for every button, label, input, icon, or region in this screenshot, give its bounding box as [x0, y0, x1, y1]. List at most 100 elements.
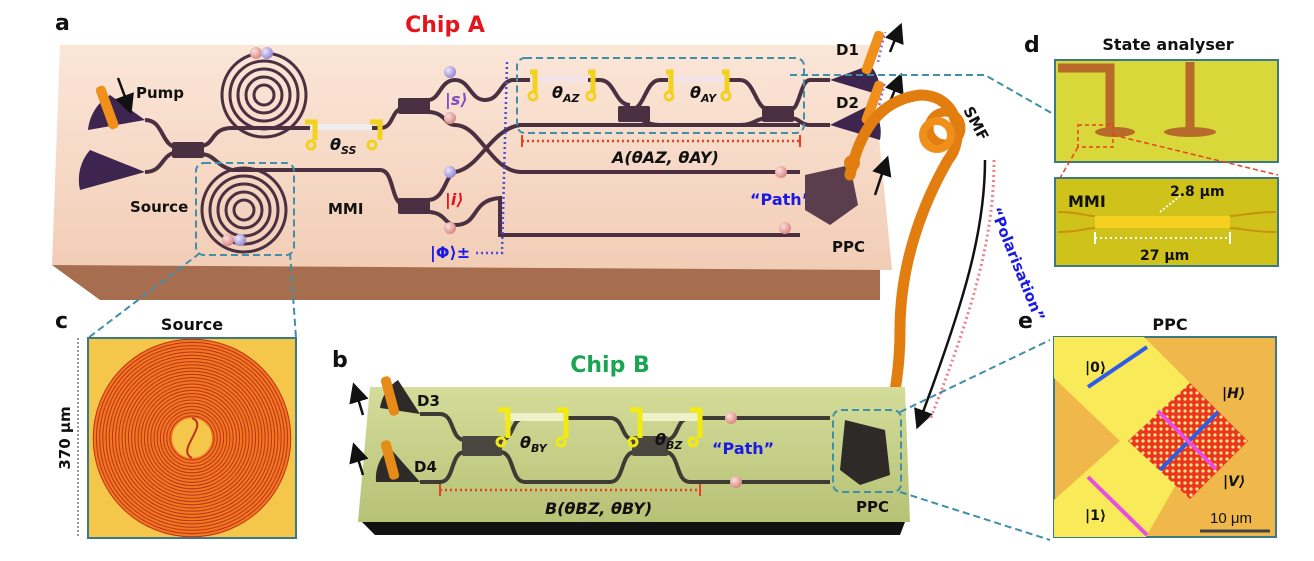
zoom-connector-c: [87, 252, 201, 339]
ppc-a-grating: [805, 165, 858, 225]
theta-by-label: θBY: [520, 433, 548, 455]
spiral-s-bend: [186, 417, 199, 459]
spiral-ring: [121, 367, 263, 509]
spiral-ring: [108, 354, 276, 522]
photon-pink: [222, 234, 234, 246]
mmi-zoom-connector: [1059, 134, 1279, 179]
source-spiral-rings: [92, 338, 292, 538]
d4-output-arrow-icon: [349, 442, 369, 476]
state-h-label: |H⟩: [1222, 386, 1245, 402]
source-label: Source: [130, 198, 188, 216]
source-panel-title: Source: [161, 315, 223, 334]
mmi-inset-label: MMI: [1068, 192, 1106, 211]
d2-fiber: [861, 80, 885, 125]
spiral-ring: [150, 396, 234, 480]
source-scale-label: 370 μm: [56, 406, 74, 469]
spiral-ring: [153, 399, 231, 477]
chip-a-title: Chip A: [405, 13, 485, 38]
d1-label: D1: [836, 41, 859, 59]
d4-label: D4: [414, 458, 437, 476]
theta-ay-label: θAY: [690, 83, 717, 105]
ppc-b-grating: [840, 420, 890, 485]
spiral-ring: [95, 341, 289, 535]
heater-theta-by: [495, 407, 569, 448]
photon-pink: [250, 47, 262, 59]
state-analyser-micrograph: [1054, 59, 1279, 163]
spiral-ring: [111, 357, 273, 519]
heater-theta-bz: [627, 407, 703, 448]
photon: [730, 476, 742, 488]
smf-fiber: [844, 89, 963, 516]
d1-fiber: [861, 30, 885, 75]
state-0-arrow-icon: [1086, 345, 1149, 389]
d3-fiber: [380, 376, 400, 416]
d1-output-arrow-icon: [885, 22, 904, 53]
theta-ss-label: θSS: [330, 135, 357, 157]
photon-purple: [234, 234, 246, 246]
spiral-ring: [127, 373, 257, 503]
ppc-b-label: PPC: [856, 498, 889, 516]
spiral-ring: [163, 409, 221, 467]
fiber-direction-arrow-icon: [914, 159, 987, 430]
idler-state-label: |i⟩: [445, 190, 464, 210]
spiral-ring: [131, 377, 253, 499]
photon-signal: [444, 66, 456, 78]
photon: [444, 166, 456, 178]
heater-theta-ay: [663, 69, 732, 102]
photon: [725, 412, 737, 424]
spiral-ring: [147, 393, 237, 483]
ppc-scale-label: 10 μm: [1210, 510, 1252, 527]
spiral-ring: [159, 405, 225, 471]
heater-theta-ss: [305, 119, 383, 151]
panel-letter-c: c: [55, 309, 68, 334]
chip-b-title: Chip B: [570, 353, 650, 378]
spiral-ring: [143, 389, 241, 487]
spiral-ring: [166, 412, 218, 464]
ppc-a-output-arrow-icon: [872, 155, 892, 196]
photon-purple: [261, 47, 273, 59]
photon: [444, 112, 456, 124]
signal-state-label: |s⟩: [445, 90, 468, 110]
ppc-b-highlight-box: [832, 409, 902, 493]
analyser-a-highlight-box: [516, 57, 805, 134]
state-1-label: |1⟩: [1085, 508, 1106, 524]
analyser-a-range-arrow: [521, 135, 801, 147]
panel-letter-b: b: [332, 348, 348, 373]
ppc-a-label: PPC: [832, 238, 865, 256]
zoom-connector-c: [289, 252, 297, 339]
spiral-ring: [99, 345, 285, 531]
phi-state-label: |Φ⟩±: [430, 243, 470, 263]
state-analyser-title: State analyser: [1102, 35, 1233, 54]
fiber-connector-a: [844, 155, 860, 171]
analyser-b-label: B(θBZ, θBY): [545, 499, 652, 518]
spiral-ring: [102, 348, 282, 528]
spiral-ring: [92, 338, 292, 538]
d3-output-arrow-icon: [349, 382, 369, 416]
mmi-width-label: 2.8 μm: [1170, 184, 1225, 200]
d1-purple-arrow: [876, 31, 887, 63]
zoom-connector-e: [899, 339, 1051, 541]
ppc-panel-title: PPC: [1152, 315, 1187, 334]
phi-dotted-line: [475, 61, 509, 255]
spiral-ring: [105, 351, 279, 525]
chip-b-mmis: [462, 436, 668, 456]
heater-theta-az: [527, 69, 597, 102]
photon: [779, 222, 791, 234]
polarisation-label: “Polarisation”: [986, 205, 1048, 324]
mmi-length-label: 27 μm: [1140, 248, 1189, 264]
smf-loop: [919, 117, 955, 153]
spiral-ring: [124, 370, 260, 506]
mmi-micrograph: [1054, 177, 1279, 267]
state-v-label: |V⟩: [1223, 474, 1245, 490]
theta-bz-label: θBZ: [655, 430, 683, 452]
polarisation-v-arrow-icon: [1156, 409, 1218, 471]
panel-letter-e: e: [1018, 309, 1033, 334]
zoom-connector-d: [790, 74, 1056, 116]
source-highlight-box: [195, 162, 295, 256]
analyser-a-label: A(θAZ, θAY): [610, 148, 719, 167]
spiral-ring: [156, 402, 228, 474]
panel-letter-a: a: [55, 11, 70, 36]
panel-letter-d: d: [1024, 33, 1040, 58]
pump-arrow-icon: [115, 77, 134, 115]
theta-az-label: θAZ: [552, 83, 581, 105]
